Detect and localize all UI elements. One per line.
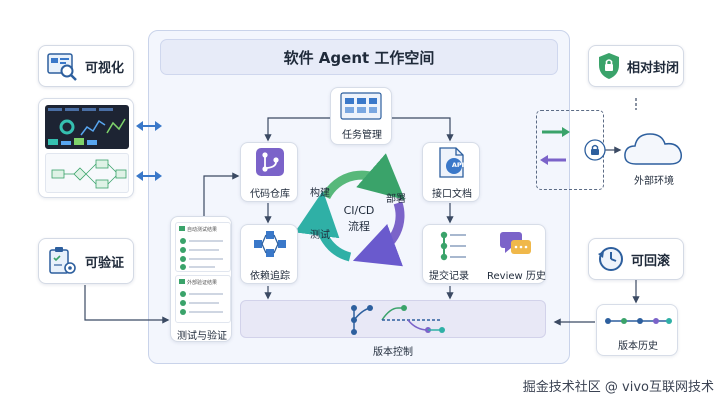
rollback-clock-icon: [598, 247, 623, 271]
double-arrow-icon: [136, 121, 162, 131]
code-repo-label: 代码仓库: [250, 189, 290, 200]
capability-rollback: 可回滚: [588, 238, 684, 280]
capability-rollback-label: 可回滚: [631, 253, 671, 269]
capability-visualize: 可视化: [38, 45, 134, 87]
test-verify-panel: 自动测试结果 外部验证结果 测试与验证: [170, 216, 232, 342]
checklist-title: 外部验证结果: [187, 280, 218, 286]
commit-review-node: 提交记录 Review 历史: [422, 224, 546, 284]
capability-closed: 相对封闭: [588, 45, 684, 87]
boundary-lock-icon: [584, 139, 606, 161]
shield-lock-icon: [599, 53, 619, 79]
review-chat-icon: [500, 232, 531, 254]
double-arrow-icon: [136, 171, 162, 181]
version-history-node: 版本历史: [596, 304, 678, 356]
cicd-test-label: 测试: [310, 230, 330, 241]
dependency-track-node: 依赖追踪: [240, 224, 298, 284]
cicd-cycle-icon: [294, 153, 405, 267]
flowchart-panel: [45, 153, 129, 193]
checklist-card: 外部验证结果: [175, 275, 231, 323]
commit-log-label: 提交记录: [429, 271, 469, 282]
cicd-deploy-label: 部署: [386, 194, 406, 205]
git-branch-icon: [256, 148, 284, 176]
capability-visualize-label: 可视化: [85, 60, 125, 76]
cloud-icon: [624, 133, 683, 165]
capability-verify: 可验证: [38, 238, 134, 284]
test-verify-label: 测试与验证: [177, 331, 227, 342]
api-badge: API: [451, 161, 465, 169]
dependency-track-label: 依赖追踪: [250, 271, 290, 282]
task-management-node: 任务管理: [330, 87, 392, 145]
kanban-board-icon: [340, 92, 382, 120]
external-env-label: 外部环境: [634, 176, 674, 187]
dashboard-preview: [38, 98, 134, 198]
cicd-label-line2: 流程: [348, 220, 370, 233]
version-control-band: [240, 300, 546, 338]
capability-closed-label: 相对封闭: [627, 60, 680, 76]
code-repo-node: 代码仓库: [240, 142, 298, 202]
clipboard-gear-icon: [49, 247, 76, 274]
version-timeline-icon: [605, 318, 672, 324]
version-control-label: 版本控制: [373, 347, 413, 358]
workspace-title-band: [160, 39, 558, 75]
dashboard-charts-icon: [48, 108, 126, 145]
dashboard-dark-panel: [45, 105, 129, 149]
dependency-graph-icon: [254, 231, 286, 257]
in-out-arrows-icon: [540, 127, 570, 165]
review-history-label: Review 历史: [487, 271, 546, 282]
checklist-icon: [179, 279, 223, 315]
api-document-icon: [439, 147, 464, 178]
dashboard-search-icon: [47, 53, 77, 81]
checklist-title: 自动测试结果: [187, 227, 218, 233]
commit-timeline-icon: [440, 231, 466, 261]
watermark-text: 掘金技术社区 @ vivo互联网技术: [522, 380, 714, 395]
task-management-label: 任务管理: [342, 130, 382, 141]
version-branches-icon: [351, 305, 445, 335]
flowchart-mini-icon: [51, 159, 127, 189]
api-doc-node: API 接口文档: [422, 142, 480, 202]
capability-verify-label: 可验证: [85, 255, 125, 271]
cicd-label-line1: CI/CD: [343, 204, 375, 217]
api-doc-label: 接口文档: [432, 189, 472, 200]
checklist-card: 自动测试结果: [175, 222, 231, 272]
version-history-label: 版本历史: [618, 341, 658, 352]
checklist-icon: [179, 226, 223, 270]
cicd-build-label: 构建: [310, 188, 330, 199]
workspace-title: 软件 Agent 工作空间: [283, 49, 435, 67]
